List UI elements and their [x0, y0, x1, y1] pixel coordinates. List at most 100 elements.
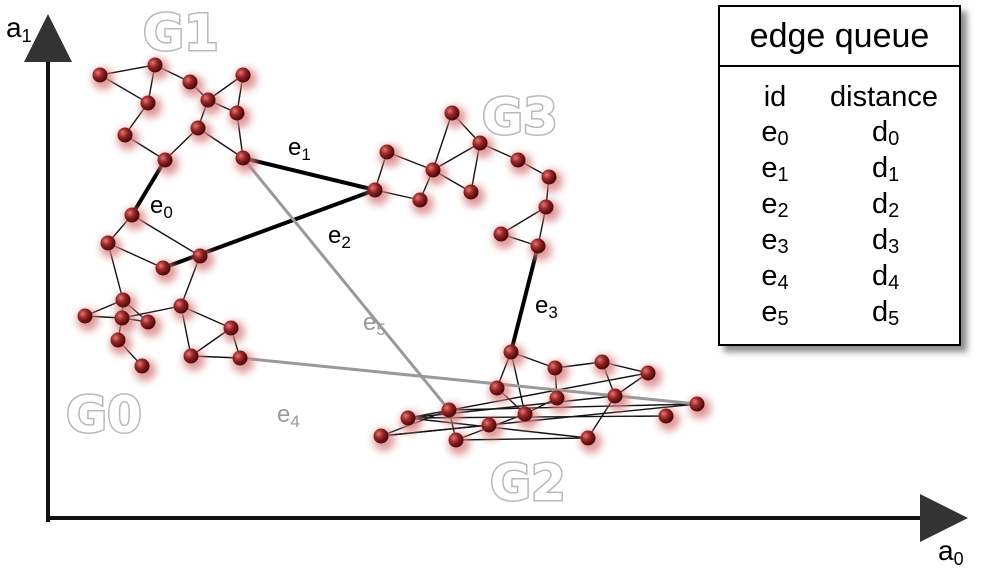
graph-node	[547, 360, 569, 383]
axes	[23, 14, 968, 542]
long-edges	[130, 156, 698, 411]
x-axis-label: a0	[938, 535, 964, 569]
graph-node	[472, 135, 494, 158]
row-distance: d5	[872, 296, 900, 330]
graph-node	[92, 67, 114, 90]
graph-node	[448, 432, 470, 455]
graph-node	[140, 95, 162, 118]
header-id: id	[763, 81, 787, 113]
graph-edge	[455, 437, 589, 441]
row-id: e1	[761, 152, 789, 186]
graph-node	[580, 430, 602, 453]
nodes	[77, 57, 711, 455]
edge-queue-title: edge queue	[720, 7, 959, 67]
row-distance: d0	[872, 116, 900, 150]
row-distance: d4	[872, 260, 900, 294]
graph-node	[373, 428, 395, 451]
graph-node	[117, 127, 139, 150]
edge-label-e3: e3	[535, 292, 558, 322]
edge-label-e4: e4	[277, 401, 300, 431]
edge-queue-row: e5 d5	[720, 294, 959, 330]
edge-label-e5: e5	[363, 309, 386, 339]
graph-node	[124, 207, 146, 230]
graph-node	[115, 292, 137, 315]
graph-node	[200, 92, 222, 115]
graph-node	[594, 354, 616, 377]
header-distance: distance	[830, 81, 939, 113]
row-id: e0	[761, 116, 789, 150]
graph-node	[157, 152, 179, 175]
graph-node	[510, 152, 532, 175]
edge-queue-rows: e0 d0 e1 d1 e2 d2 e3 d3 e4 d4 e5 d5	[720, 114, 959, 330]
graph-node	[134, 358, 156, 381]
graph-node	[530, 238, 552, 261]
graph-node	[441, 402, 463, 425]
graph-node	[235, 150, 257, 173]
graph-node	[110, 332, 132, 355]
graph-node	[190, 120, 212, 143]
graph-node	[412, 192, 434, 215]
graph-node	[140, 314, 162, 337]
graph-node	[481, 417, 503, 440]
inter-cluster-edge-e1	[242, 156, 376, 192]
graph-node	[100, 235, 122, 258]
group-label-g0: G0	[66, 386, 142, 444]
graph-edge	[448, 403, 698, 411]
edge-queue-header: id distance	[720, 81, 959, 114]
edges	[84, 64, 698, 441]
edge-queue-row: e4 d4	[720, 258, 959, 294]
graph-node	[444, 105, 466, 128]
graph-edge	[380, 424, 490, 437]
graph-node	[114, 310, 136, 333]
graph-node	[541, 169, 563, 192]
inter-cluster-edge-e3	[509, 245, 540, 353]
graph-node	[549, 390, 571, 413]
graph-node	[182, 74, 204, 97]
graph-node	[232, 350, 254, 373]
graph-node	[379, 144, 401, 167]
graph-node	[223, 320, 245, 343]
graph-node	[607, 388, 629, 411]
edge-queue-row: e1 d1	[720, 150, 959, 186]
graph-node	[658, 408, 680, 431]
graph-node	[503, 344, 525, 367]
row-distance: d3	[872, 224, 900, 258]
graph-node	[183, 348, 205, 371]
graph-node	[77, 308, 99, 331]
inter-cluster-edge-e5	[241, 157, 451, 411]
row-id: e5	[761, 296, 789, 330]
graph-node	[235, 67, 257, 90]
graph-node	[229, 105, 251, 128]
graph-node	[367, 182, 389, 205]
group-label-g2: G2	[490, 454, 566, 512]
group-label-g3: G3	[482, 88, 558, 146]
edge-queue-row: e2 d2	[720, 186, 959, 222]
edge-label-e2: e2	[328, 222, 351, 252]
row-id: e3	[761, 224, 789, 258]
edge-queue-row: e3 d3	[720, 222, 959, 258]
edge-label-e0: e0	[150, 192, 173, 222]
graph-node	[173, 298, 195, 321]
row-id: e4	[761, 260, 789, 294]
row-distance: d1	[872, 152, 900, 186]
graph-node	[400, 410, 422, 433]
graph-node	[538, 199, 560, 222]
group-label-g1: G1	[143, 4, 219, 62]
graph-node	[493, 226, 515, 249]
graph-node	[489, 380, 511, 403]
y-axis-label: a1	[6, 12, 32, 46]
graph-node	[425, 162, 447, 185]
row-distance: d2	[872, 188, 900, 222]
graph-node	[192, 248, 214, 271]
graph-node	[517, 406, 539, 429]
graph-node	[689, 396, 711, 419]
graph-node	[155, 260, 177, 283]
graph-node	[147, 57, 169, 80]
graph-node	[640, 365, 662, 388]
edge-label-e1: e1	[288, 134, 311, 164]
row-id: e2	[761, 188, 789, 222]
edge-queue-row: e0 d0	[720, 114, 959, 150]
graph-node	[463, 184, 485, 207]
